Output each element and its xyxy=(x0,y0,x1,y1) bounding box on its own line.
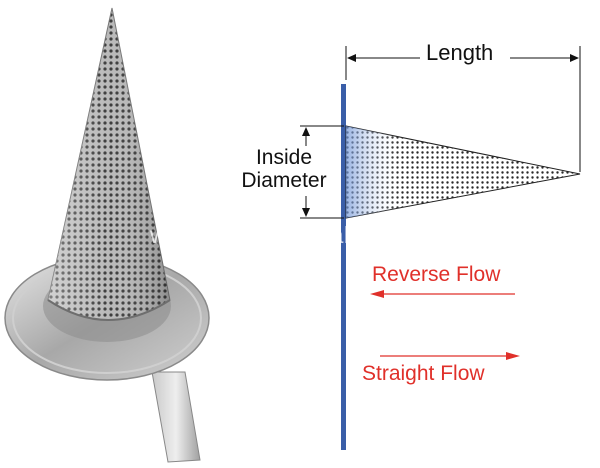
inside-diameter-label: Inside Diameter xyxy=(232,146,336,192)
inside-diameter-line2: Diameter xyxy=(241,169,327,192)
reverse-flow-arrow xyxy=(370,290,515,298)
straight-flow-arrow xyxy=(380,352,520,360)
pipe-wall xyxy=(341,84,346,450)
inside-diameter-dimension xyxy=(300,125,344,219)
watermark-text: wiremesh.en.alibaba.com xyxy=(150,222,423,248)
length-label: Length xyxy=(426,40,494,65)
cone-strainer-illustration xyxy=(4,7,210,463)
strainer-tab xyxy=(151,371,201,463)
reverse-flow-label: Reverse Flow xyxy=(372,263,501,286)
straight-flow-label: Straight Flow xyxy=(362,362,485,385)
inside-diameter-line1: Inside xyxy=(255,146,313,169)
length-dimension xyxy=(345,46,581,172)
schematic xyxy=(300,46,581,450)
